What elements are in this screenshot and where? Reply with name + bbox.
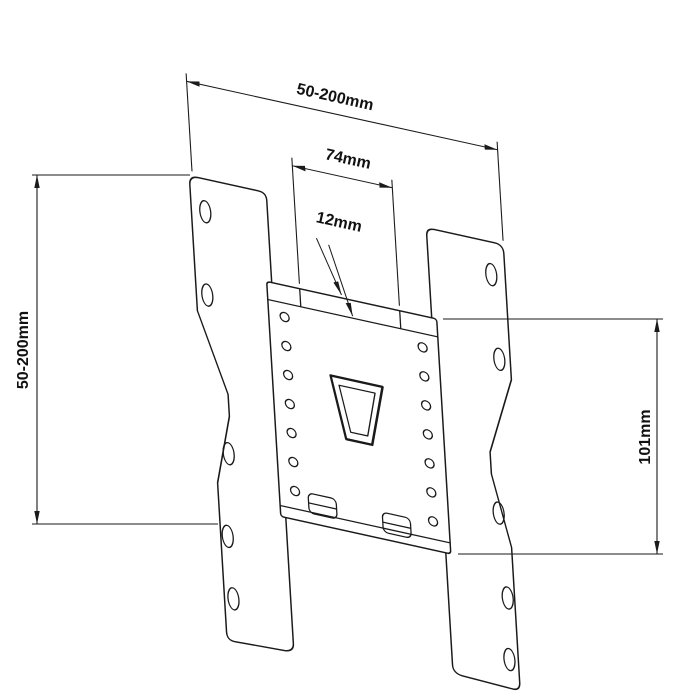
vesa-hole [426,487,437,498]
vesa-holes-right [417,342,439,527]
clip-detail-line [382,521,411,529]
clip-detail-line [308,502,337,510]
vesa-hole [289,485,301,497]
bracket-assembly [185,73,521,691]
hook-window-inner [338,384,376,437]
dimension-line [292,165,393,189]
vesa-hole [422,429,433,440]
bottom-clip-left [307,493,338,519]
dim-label-slot-depth: 12mm [315,209,364,236]
hook-window-outer [329,374,384,447]
vesa-hole [427,516,439,527]
vesa-hole [284,398,295,410]
hook-edge-left [299,288,302,307]
mounting-slot [221,524,234,549]
dim-plate-height [443,318,663,555]
vesa-hole [281,340,292,352]
vesa-hole [279,311,290,323]
vesa-hole [286,427,297,439]
leader-line [315,238,343,296]
mounting-slot [199,200,212,224]
dim-slot-depth [315,238,354,317]
vesa-plate [266,281,452,555]
dim-top-width [185,73,504,241]
hook-edge-right [399,310,402,329]
extension-line [291,157,300,284]
mounting-slot [493,347,506,372]
dim-label-hook-spacing: 74mm [324,146,373,173]
dim-side-height [32,174,218,525]
vesa-hole [282,369,294,381]
mounting-slots-left [199,200,240,611]
vesa-hole [419,371,430,382]
dim-label-plate-height: 101mm [637,409,654,464]
dimension-line [186,80,498,151]
plate-bottom-lip-line [280,504,451,544]
vesa-hole [424,458,435,469]
mounting-slots-right [485,262,516,672]
extension-line [496,141,504,241]
extension-line [391,179,400,306]
leader-line [328,244,354,317]
mounting-slot [501,586,514,610]
bottom-clip-right [381,512,412,539]
mounting-slot [222,441,235,466]
dim-hook-spacing [291,157,400,306]
wall-arm-right [426,228,521,691]
vesa-hole [420,400,432,411]
mounting-slot [492,501,505,525]
plate-top-lip-line [267,298,438,338]
mounting-slot [503,647,516,672]
extension-line [185,73,193,172]
vesa-holes-left [279,311,301,497]
dim-label-top-width: 50-200mm [295,81,375,115]
mounting-slot [201,283,214,307]
vesa-hole [288,456,299,468]
vesa-hole [417,342,428,353]
mounting-slot [227,587,240,611]
dim-label-side-height: 50-200mm [15,311,32,389]
mounting-slot [485,262,498,287]
